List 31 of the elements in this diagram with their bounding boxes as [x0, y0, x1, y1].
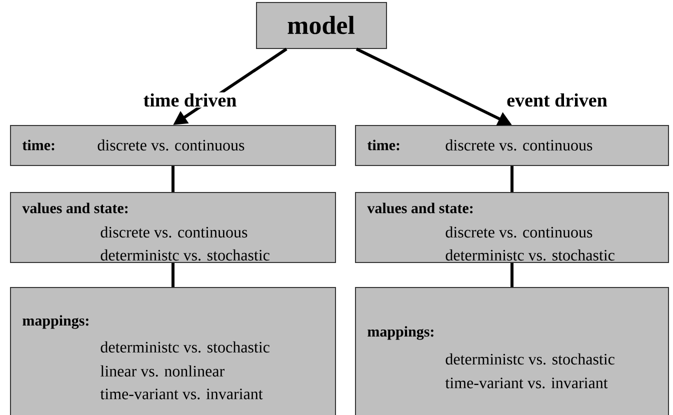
box-text: discrete vs. continuous — [98, 139, 244, 151]
box-text: time-variant vs. invariant — [100, 388, 263, 400]
category-box — [355, 287, 669, 415]
box-text: deterministc vs. stochastic — [100, 249, 270, 261]
edge-label: time driven — [142, 92, 238, 108]
box-heading: time: — [22, 140, 54, 150]
box-heading: mappings: — [368, 326, 434, 340]
category-box — [10, 287, 336, 415]
box-text: discrete vs. continuous — [100, 226, 248, 238]
category-box — [256, 2, 387, 49]
edge-label: event driven — [506, 92, 608, 108]
connector-line — [510, 263, 514, 287]
box-heading: values and state: — [22, 202, 128, 214]
box-text: deterministc vs. stochastic — [446, 353, 614, 365]
category-box — [355, 192, 669, 263]
box-text: linear vs. nonlinear — [100, 365, 224, 377]
box-heading: values and state: — [367, 202, 473, 214]
connector-line — [510, 166, 514, 192]
category-box — [355, 125, 669, 166]
box-text: deterministc vs. stochastic — [446, 249, 614, 261]
box-text: deterministc vs. stochastic — [100, 341, 270, 353]
box-text: discrete vs. continuous — [446, 226, 592, 238]
connector-line — [172, 166, 174, 192]
category-box — [10, 125, 336, 166]
box-text: discrete vs. continuous — [446, 139, 592, 151]
title-label: model — [288, 16, 354, 34]
box-heading: mappings: — [22, 315, 88, 329]
box-heading: time: — [367, 140, 400, 150]
box-text: time-variant vs. invariant — [445, 378, 608, 388]
connector-line — [172, 263, 174, 287]
category-box — [10, 192, 336, 263]
